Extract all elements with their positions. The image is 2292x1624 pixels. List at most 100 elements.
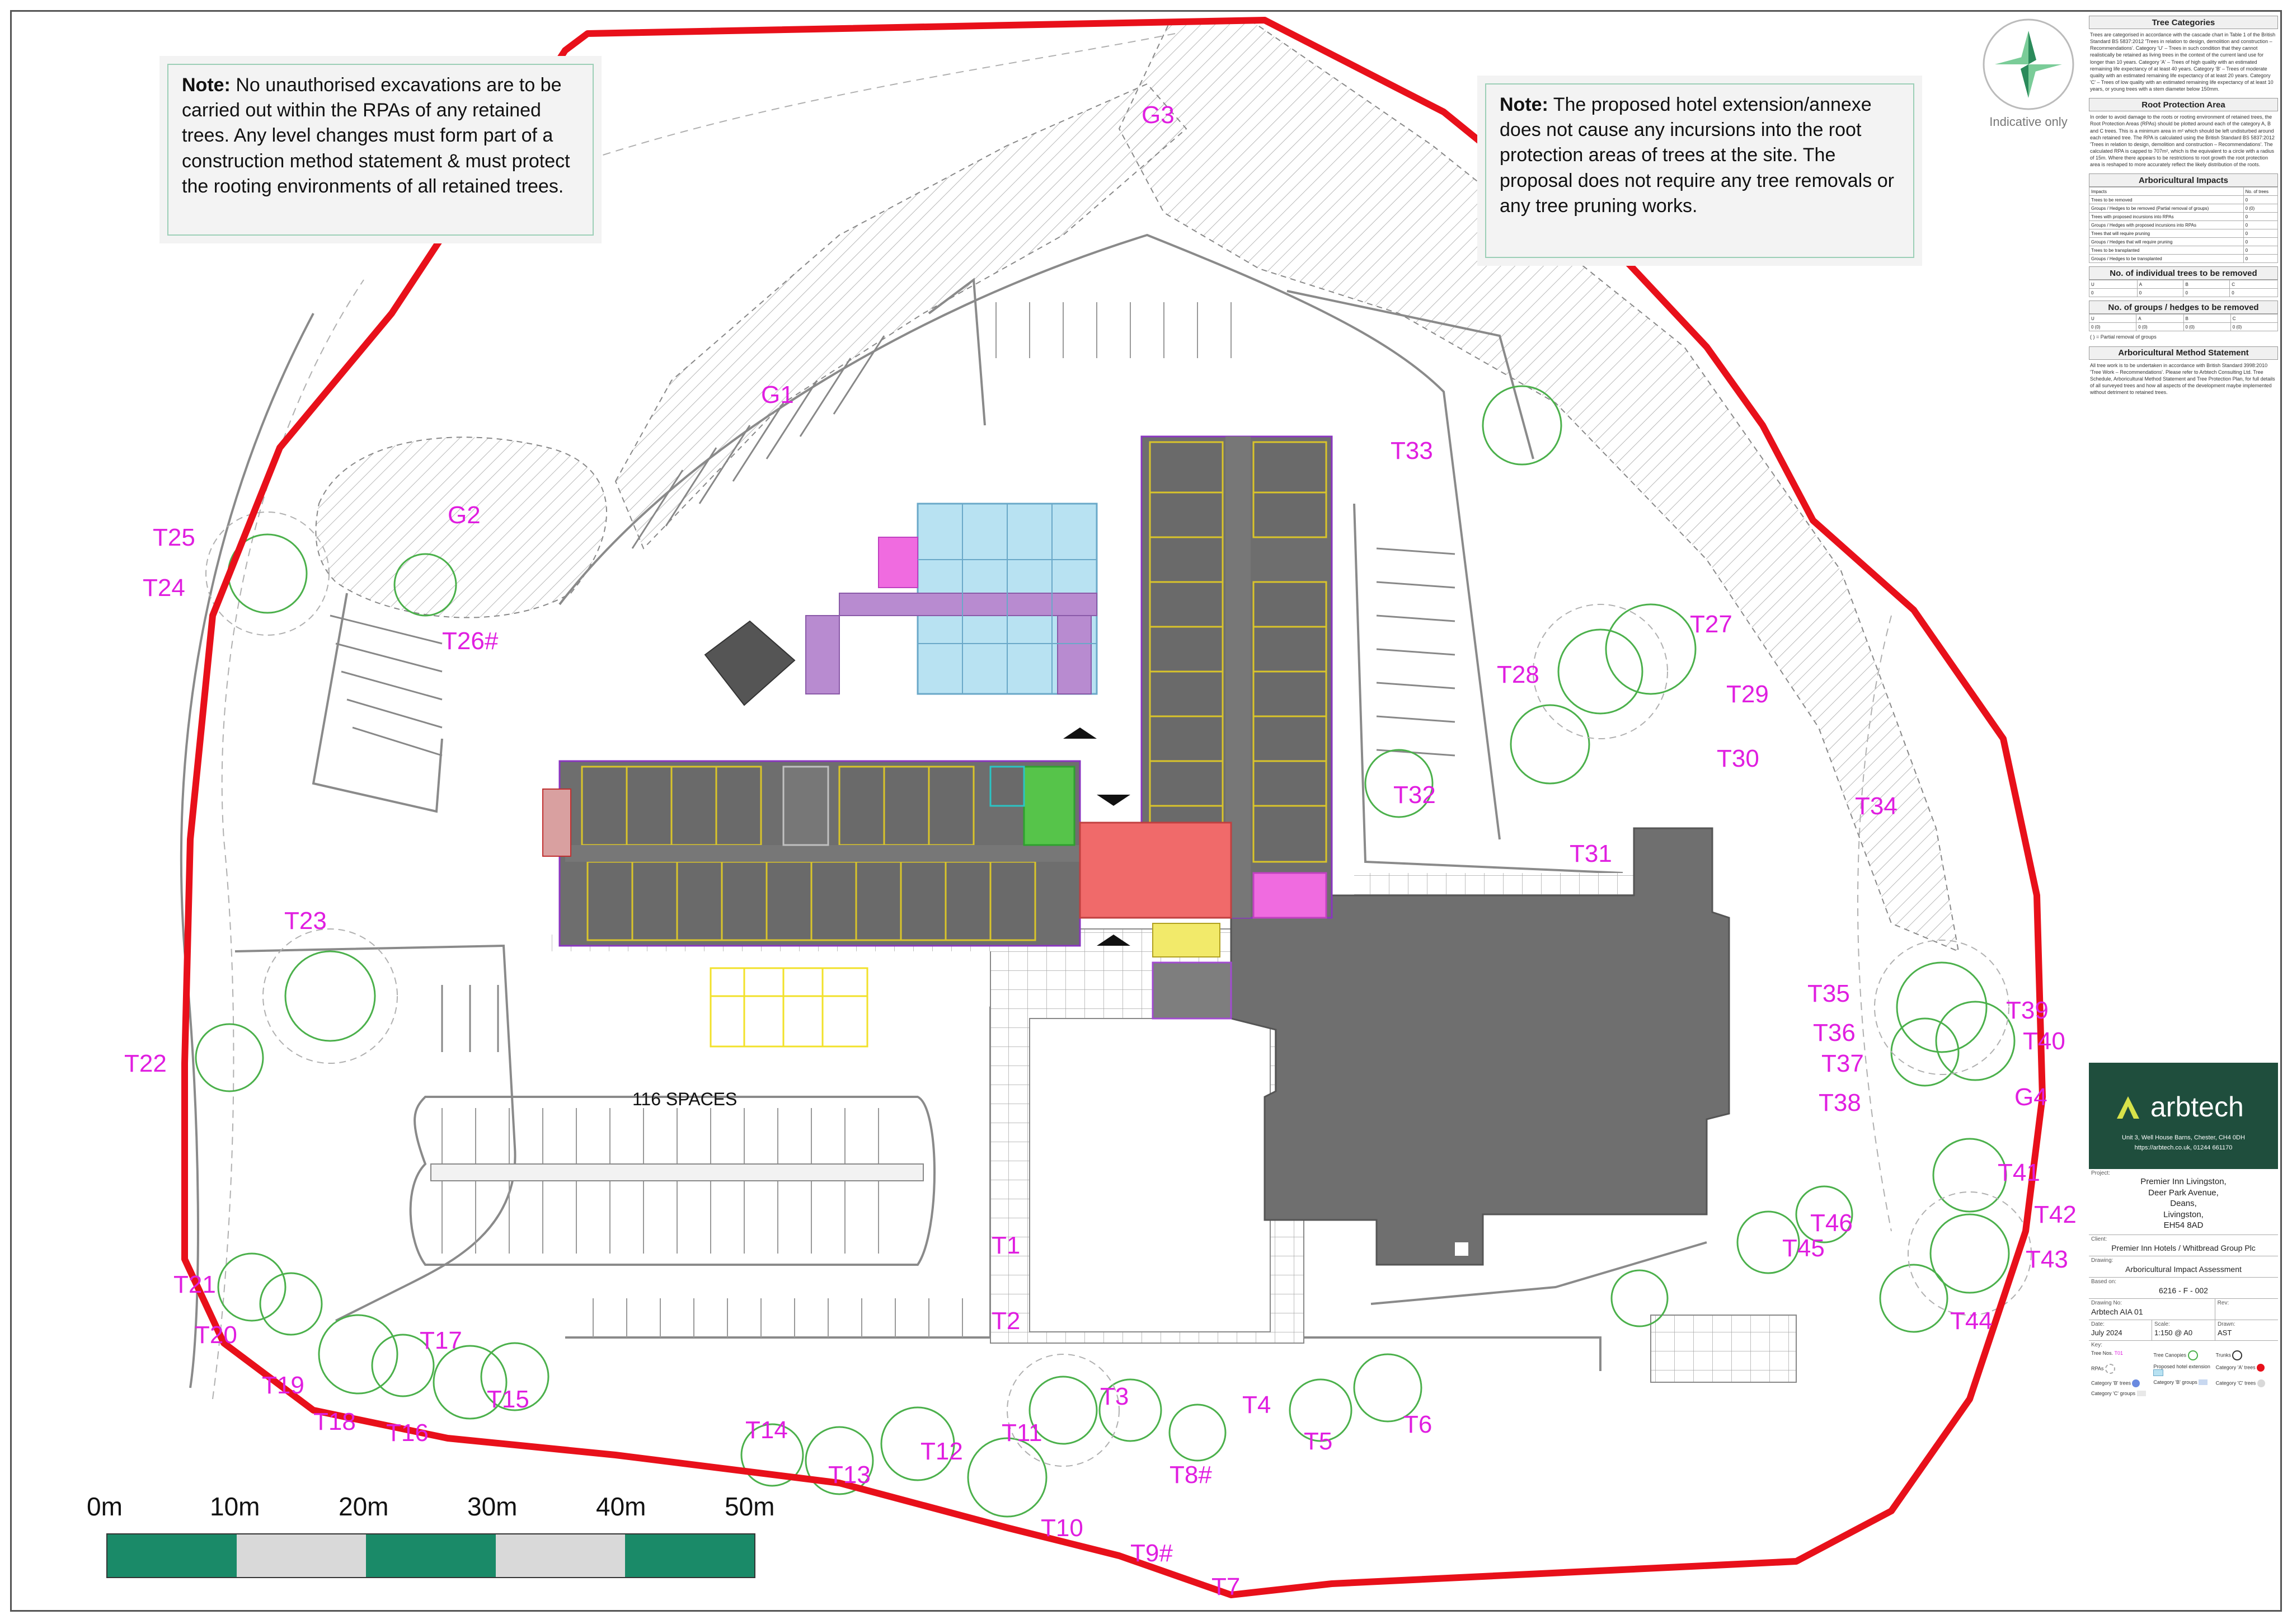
existing-hotel	[1230, 827, 1730, 1266]
tree-label: T18	[313, 1408, 356, 1435]
tree-label: T22	[124, 1050, 167, 1077]
category-c-icon	[2257, 1379, 2265, 1387]
client-label: Client:	[2091, 1236, 2107, 1242]
table-header: No. of trees	[2243, 187, 2279, 196]
canopy-icon	[2187, 1350, 2198, 1360]
tree-label: T26#	[442, 627, 499, 655]
drawn-value: AST	[2218, 1328, 2232, 1337]
drawing-label: Drawing:	[2091, 1257, 2113, 1264]
tree-label: T7	[1211, 1573, 1240, 1600]
tree-categories-text: Trees are categorised in accordance with…	[2090, 32, 2276, 92]
company-address: Unit 3, Well House Barns, Chester, CH4 0…	[2122, 1134, 2245, 1142]
scale-label: 50m	[725, 1492, 775, 1521]
site-boundary	[181, 17, 2046, 1598]
tree-label: T15	[487, 1386, 529, 1413]
key-item: Tree Nos. T01	[2091, 1350, 2124, 1356]
date-label: Date:	[2091, 1321, 2105, 1327]
scale-label: 0m	[87, 1492, 123, 1521]
drawing-no-label: Drawing No:	[2091, 1299, 2122, 1306]
groups-removed-heading: No. of groups / hedges to be removed	[2089, 301, 2278, 315]
based-on-value: 6216 - F - 002	[2089, 1285, 2278, 1299]
parking-count-label: 116 SPACES	[632, 1089, 737, 1109]
tree-label: T6	[1403, 1411, 1432, 1438]
client-name: Premier Inn Hotels / Whitbread Group Plc	[2089, 1242, 2278, 1256]
rpa-heading: Root Protection Area	[2089, 98, 2278, 112]
project-line: Deans,	[2170, 1199, 2197, 1209]
key-legend: Tree Nos. T01 Tree Canopies Trunks RPAs …	[2089, 1348, 2278, 1399]
category-b-icon	[2132, 1379, 2140, 1387]
tree-label: T39	[2006, 997, 2049, 1024]
category-c-group-icon	[2136, 1391, 2146, 1397]
tree-label: T40	[2023, 1027, 2065, 1055]
drawing-frame	[10, 10, 2282, 1612]
group-label: G4	[2014, 1083, 2047, 1111]
extension-icon	[2153, 1369, 2164, 1376]
key-item: Proposed hotel extension	[2153, 1364, 2213, 1376]
tree-label: T33	[1391, 437, 1433, 464]
group-g3-hatch	[1118, 22, 1960, 952]
impacts-heading: Arboricultural Impacts	[2089, 173, 2278, 187]
note-text: No unauthorised excavations are to be ca…	[182, 74, 570, 197]
tree-label: T19	[262, 1372, 304, 1399]
excavation-note: Note: No unauthorised excavations are to…	[159, 56, 602, 243]
group-label: G3	[1142, 101, 1175, 129]
tree-label: T45	[1782, 1235, 1825, 1262]
key-item: Category 'A' trees	[2216, 1363, 2276, 1376]
tree-label: T11	[1002, 1419, 1042, 1447]
based-on-label: Based on:	[2091, 1278, 2117, 1285]
table-row: Groups / Hedges to be removed (Partial r…	[2089, 204, 2279, 213]
rev-label: Rev:	[2217, 1299, 2229, 1306]
tree-label: T36	[1813, 1019, 1856, 1046]
project-line: Premier Inn Livingston,	[2140, 1177, 2227, 1187]
tree-categories-heading: Tree Categories	[2089, 16, 2278, 29]
tree-label: T17	[420, 1327, 462, 1354]
tree-label: T27	[1690, 611, 1732, 638]
key-item: Tree Canopies	[2153, 1350, 2213, 1360]
tree-label: T13	[828, 1461, 871, 1489]
method-text: All tree work is to be undertaken in acc…	[2090, 362, 2275, 396]
tree-label: T24	[143, 574, 185, 602]
tree-label: T5	[1304, 1428, 1332, 1455]
tree-label: T41	[1998, 1159, 2040, 1186]
category-b-group-icon	[2199, 1379, 2208, 1386]
tree-label: T20	[195, 1321, 237, 1349]
trunk-icon	[2232, 1350, 2243, 1360]
tree-label: T30	[1717, 745, 1759, 772]
tree-label: T28	[1497, 661, 1539, 688]
tree-label: T1	[992, 1232, 1020, 1259]
key-item: Trunks	[2216, 1350, 2276, 1360]
key-item: RPAs	[2091, 1363, 2151, 1376]
compass-caption: Indicative only	[1989, 115, 2067, 129]
key-item: Category 'C' groups	[2091, 1391, 2151, 1397]
tree-label: T8#	[1170, 1461, 1212, 1489]
scale-label: 20m	[339, 1492, 389, 1521]
project-line: Deer Park Avenue,	[2148, 1188, 2219, 1198]
tree-label: T38	[1819, 1089, 1861, 1116]
drawn-label: Drawn:	[2218, 1321, 2235, 1327]
tree-label: T42	[2034, 1201, 2077, 1228]
groups-footnote: ( ) = Partial removal of groups	[2090, 334, 2157, 340]
tree-label: T2	[992, 1307, 1020, 1335]
group-label: G1	[761, 381, 794, 409]
tree-label: T34	[1855, 792, 1898, 820]
table-row: Groups / Hedges that will require prunin…	[2089, 237, 2279, 247]
tree-label: T14	[745, 1416, 788, 1444]
method-heading: Arboricultural Method Statement	[2089, 346, 2278, 360]
tree-label: T16	[386, 1419, 429, 1447]
project-label: Project:	[2091, 1170, 2110, 1177]
key-label: Key:	[2091, 1341, 2103, 1348]
scale-value: 1:150 @ A0	[2154, 1328, 2193, 1337]
tree-label: T9#	[1130, 1539, 1173, 1567]
tree-label: T46	[1810, 1209, 1853, 1237]
company-contact: https://arbtech.co.uk, 01244 661170	[2134, 1144, 2233, 1152]
tree-label: T43	[2026, 1246, 2068, 1273]
group-g2-hatch	[315, 436, 607, 618]
table-row: Groups / Hedges with proposed incursions…	[2089, 220, 2279, 230]
tree-label: T31	[1570, 840, 1612, 867]
table-header: Impacts	[2089, 187, 2244, 196]
tree-label: T4	[1242, 1391, 1271, 1419]
